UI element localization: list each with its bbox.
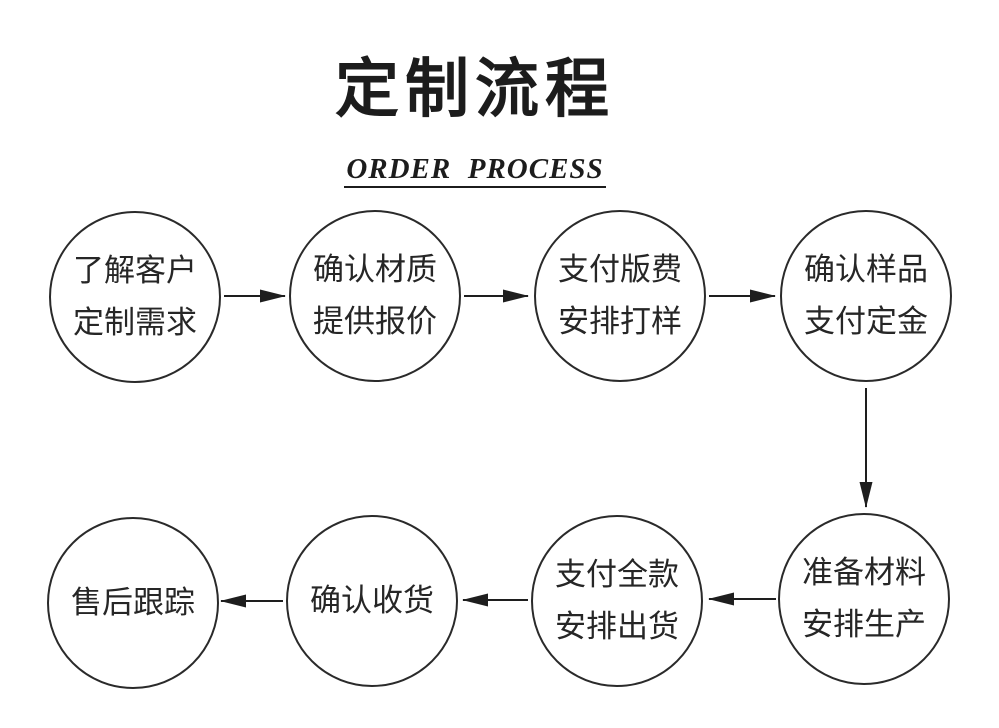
step-label: 准备材料 xyxy=(802,555,926,590)
step-circle-6: 支付全款 安排出货 xyxy=(531,515,703,687)
step-label: 确认收货 xyxy=(310,583,434,618)
step-label: 安排生产 xyxy=(802,607,926,642)
step-label: 定制需求 xyxy=(73,305,197,340)
step-label: 售后跟踪 xyxy=(71,585,195,620)
title-block: 定制流程 ORDER PROCESS xyxy=(0,54,950,189)
step-circle-2: 确认材质 提供报价 xyxy=(289,210,461,382)
step-label: 支付全款 xyxy=(555,557,679,592)
step-label: 确认样品 xyxy=(804,252,928,287)
step-circle-7: 确认收货 xyxy=(286,515,458,687)
step-label: 了解客户 xyxy=(73,253,197,288)
step-label: 提供报价 xyxy=(313,304,437,339)
step-circle-5: 准备材料 安排生产 xyxy=(778,513,950,685)
step-circle-4: 确认样品 支付定金 xyxy=(780,210,952,382)
step-circle-1: 了解客户 定制需求 xyxy=(49,211,221,383)
step-label: 确认材质 xyxy=(313,252,437,287)
step-label: 支付定金 xyxy=(804,304,928,339)
step-label: 安排出货 xyxy=(555,609,679,644)
page-title: 定制流程 xyxy=(335,54,615,125)
step-label: 安排打样 xyxy=(558,304,682,339)
step-circle-8: 售后跟踪 xyxy=(47,517,219,689)
step-label: 支付版费 xyxy=(558,252,682,287)
page-subtitle: ORDER PROCESS xyxy=(344,155,606,189)
step-circle-3: 支付版费 安排打样 xyxy=(534,210,706,382)
